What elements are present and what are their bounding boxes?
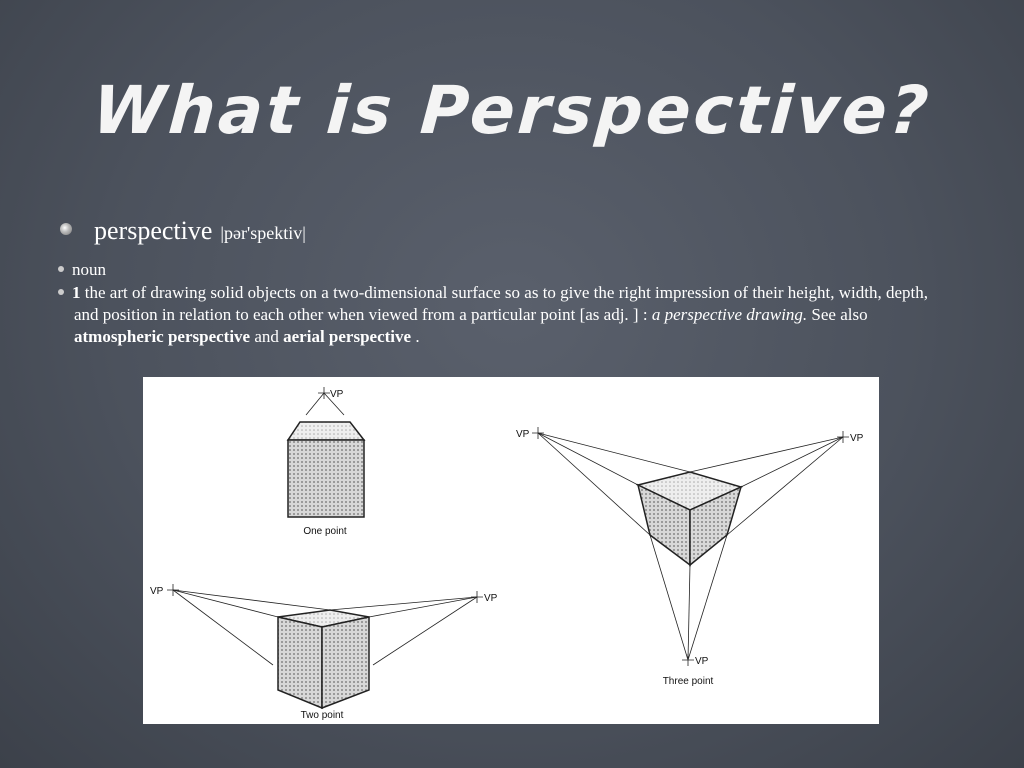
entry-word: perspective [94,216,213,245]
vp-label: VP [850,433,864,444]
one-point-caption: One point [303,526,347,537]
and-text: and [250,327,284,346]
three-point-caption: Three point [663,676,714,687]
bullet-icon [60,223,72,235]
perspective-figure: VP VP VP VP VP VP One point Two point Th… [143,377,879,724]
one-point-drawing [286,387,366,518]
vp-label: VP [330,389,344,400]
definition-number: 1 [72,283,81,302]
bullet-definition: 1 the art of drawing solid objects on a … [58,282,934,348]
bullet-icon [58,266,64,272]
vp-label: VP [484,593,498,604]
entry-pronunciation: |pər'spektiv| [220,223,306,243]
two-point-drawing [167,584,483,710]
part-of-speech: noun [72,260,106,279]
definition-text: the art of drawing solid objects on a tw… [74,283,928,324]
vp-label: VP [150,586,164,597]
perspective-diagram: VP VP VP VP VP VP One point Two point Th… [150,387,864,721]
bullet-icon [58,289,64,295]
slide-title: What is Perspective? [90,72,934,149]
vp-label: VP [516,429,530,440]
vp-label: VP [695,656,709,667]
bullet-pos: noun [58,259,918,281]
definition-example: a perspective drawing. [651,305,808,324]
link-aerial-perspective[interactable]: aerial perspective [283,327,412,346]
see-also-text: See also [807,305,868,324]
two-point-caption: Two point [301,710,344,721]
end-text: . [411,327,420,346]
link-atmospheric-perspective[interactable]: atmospheric perspective [74,327,251,346]
bullet-entry: perspective |pər'spektiv| [60,216,306,246]
three-point-drawing [532,427,849,666]
